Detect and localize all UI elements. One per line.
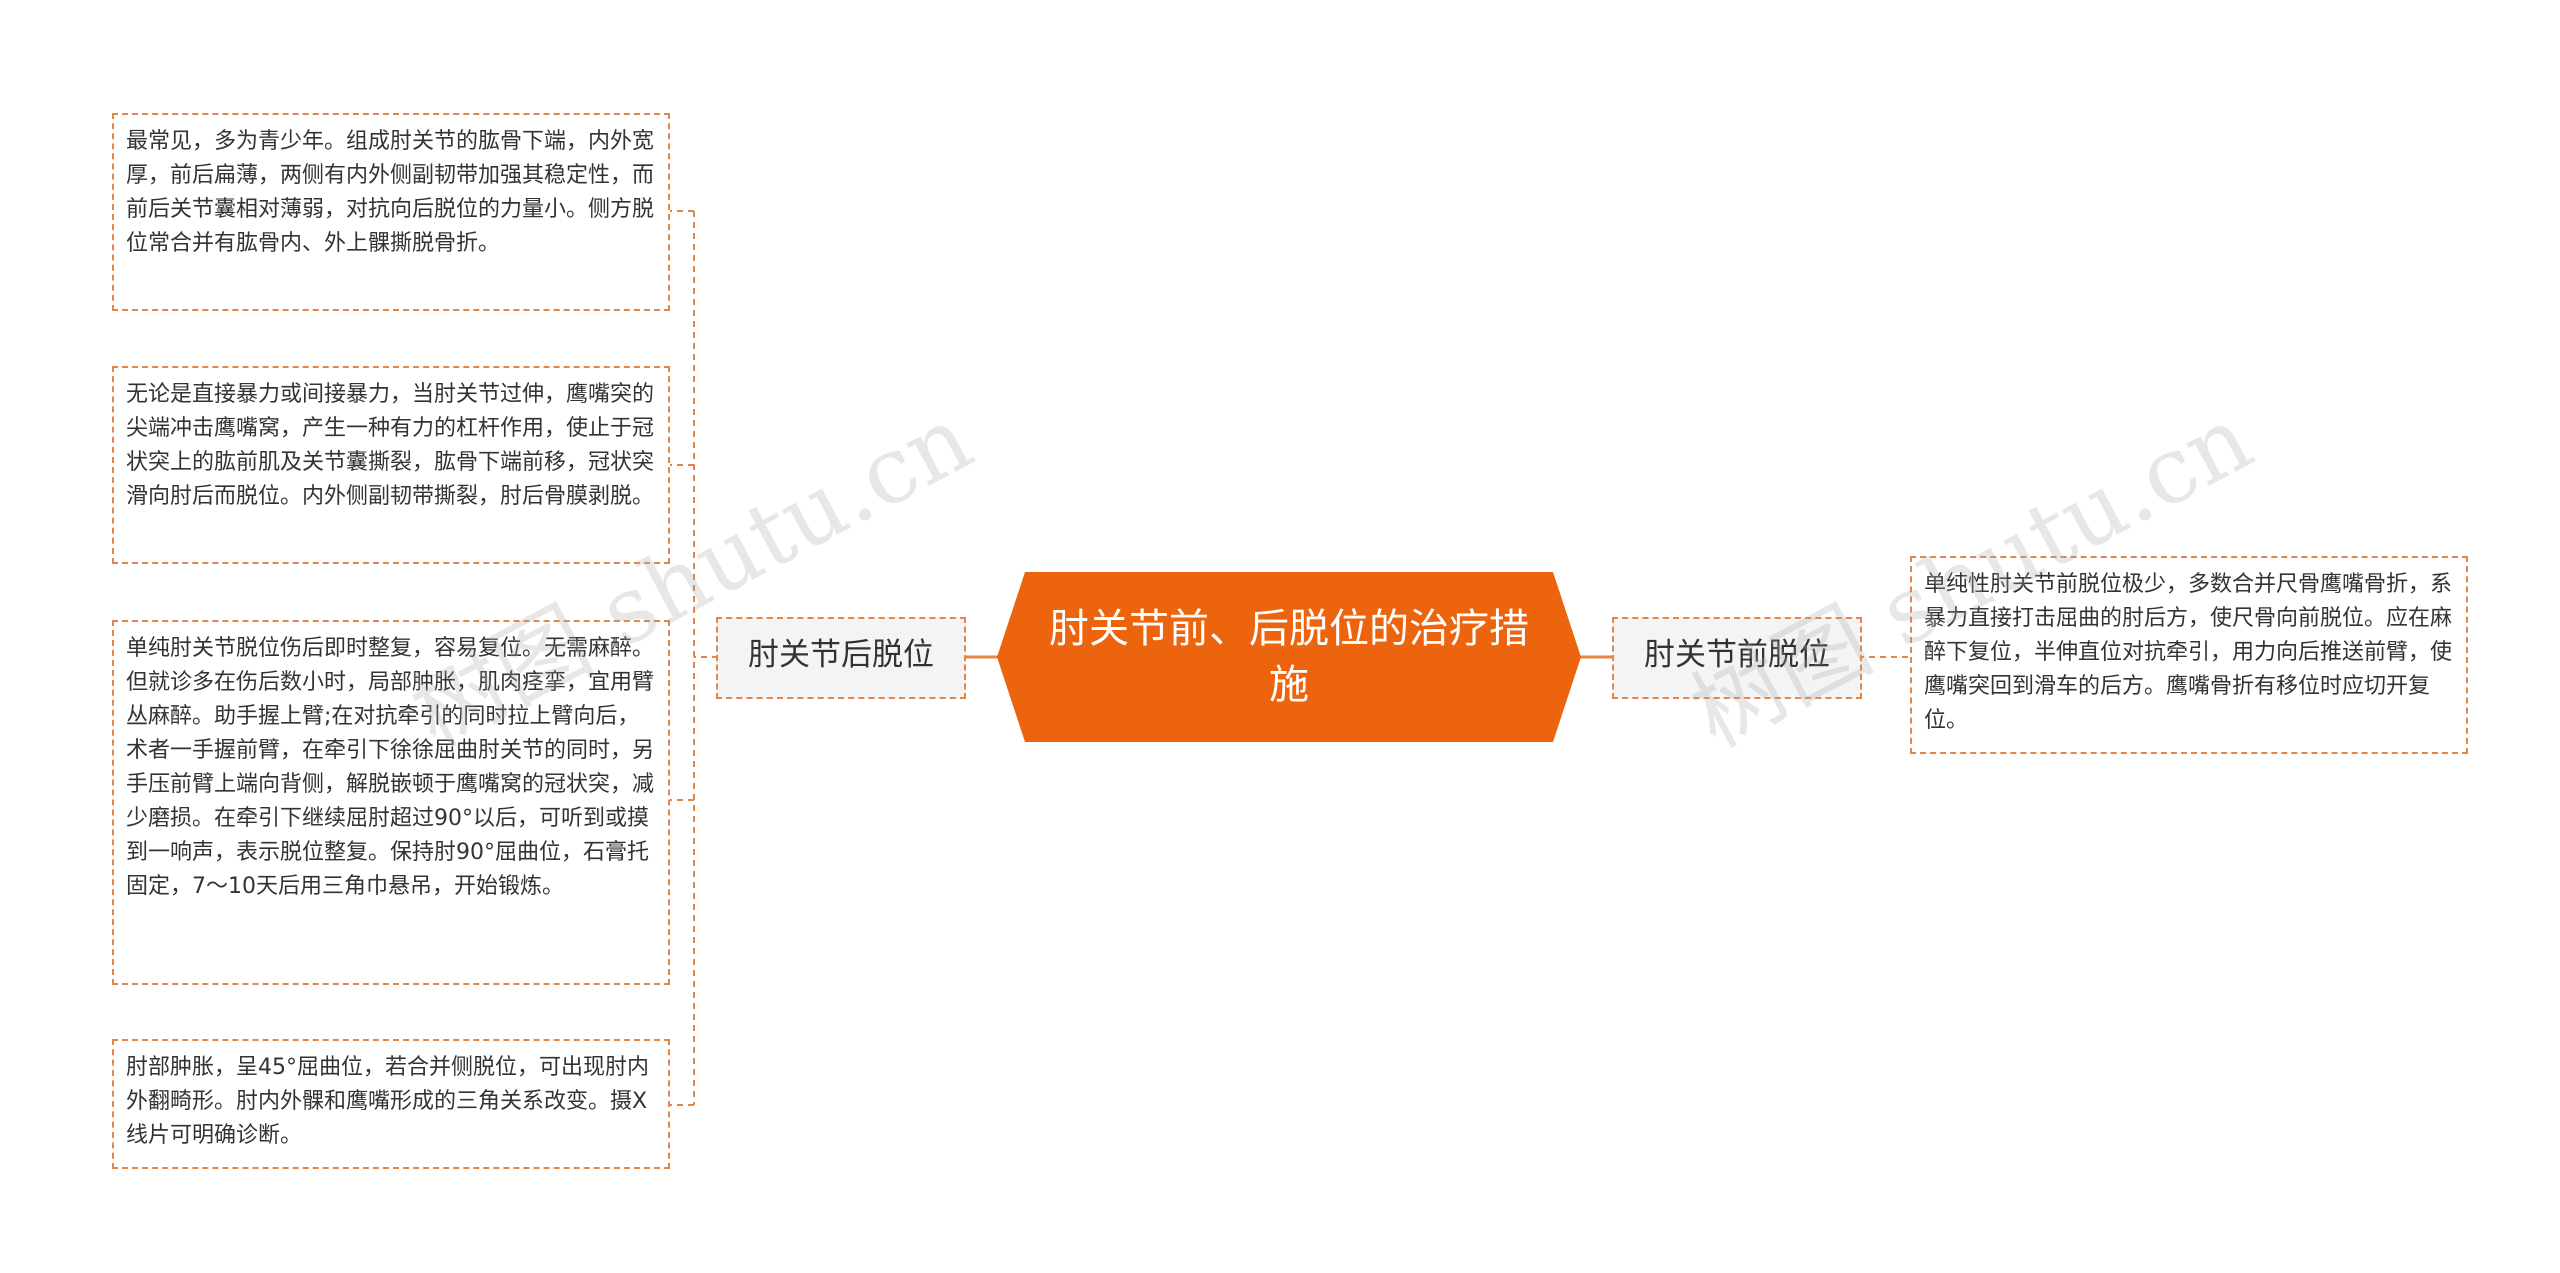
branch-anterior-dislocation[interactable]: 肘关节前脱位 [1612,617,1862,699]
anterior-note-1: 单纯性肘关节前脱位极少，多数合并尺骨鹰嘴骨折，系暴力直接打击屈曲的肘后方，使尺骨… [1910,556,2468,754]
posterior-note-4: 肘部肿胀，呈45°屈曲位，若合并侧脱位，可出现肘内外翻畸形。肘内外髁和鹰嘴形成的… [112,1039,670,1169]
posterior-note-2: 无论是直接暴力或间接暴力，当肘关节过伸，鹰嘴突的尖端冲击鹰嘴窝，产生一种有力的杠… [112,366,670,564]
posterior-note-3: 单纯肘关节脱位伤后即时整复，容易复位。无需麻醉。但就诊多在伤后数小时，局部肿胀，… [112,620,670,985]
posterior-note-1: 最常见，多为青少年。组成肘关节的肱骨下端，内外宽厚，前后扁薄，两侧有内外侧副韧带… [112,113,670,311]
branch-posterior-dislocation[interactable]: 肘关节后脱位 [716,617,966,699]
central-topic-label: 肘关节前、后脱位的治疗措施 [1049,606,1529,708]
central-topic[interactable]: 肘关节前、后脱位的治疗措施 [997,572,1581,742]
